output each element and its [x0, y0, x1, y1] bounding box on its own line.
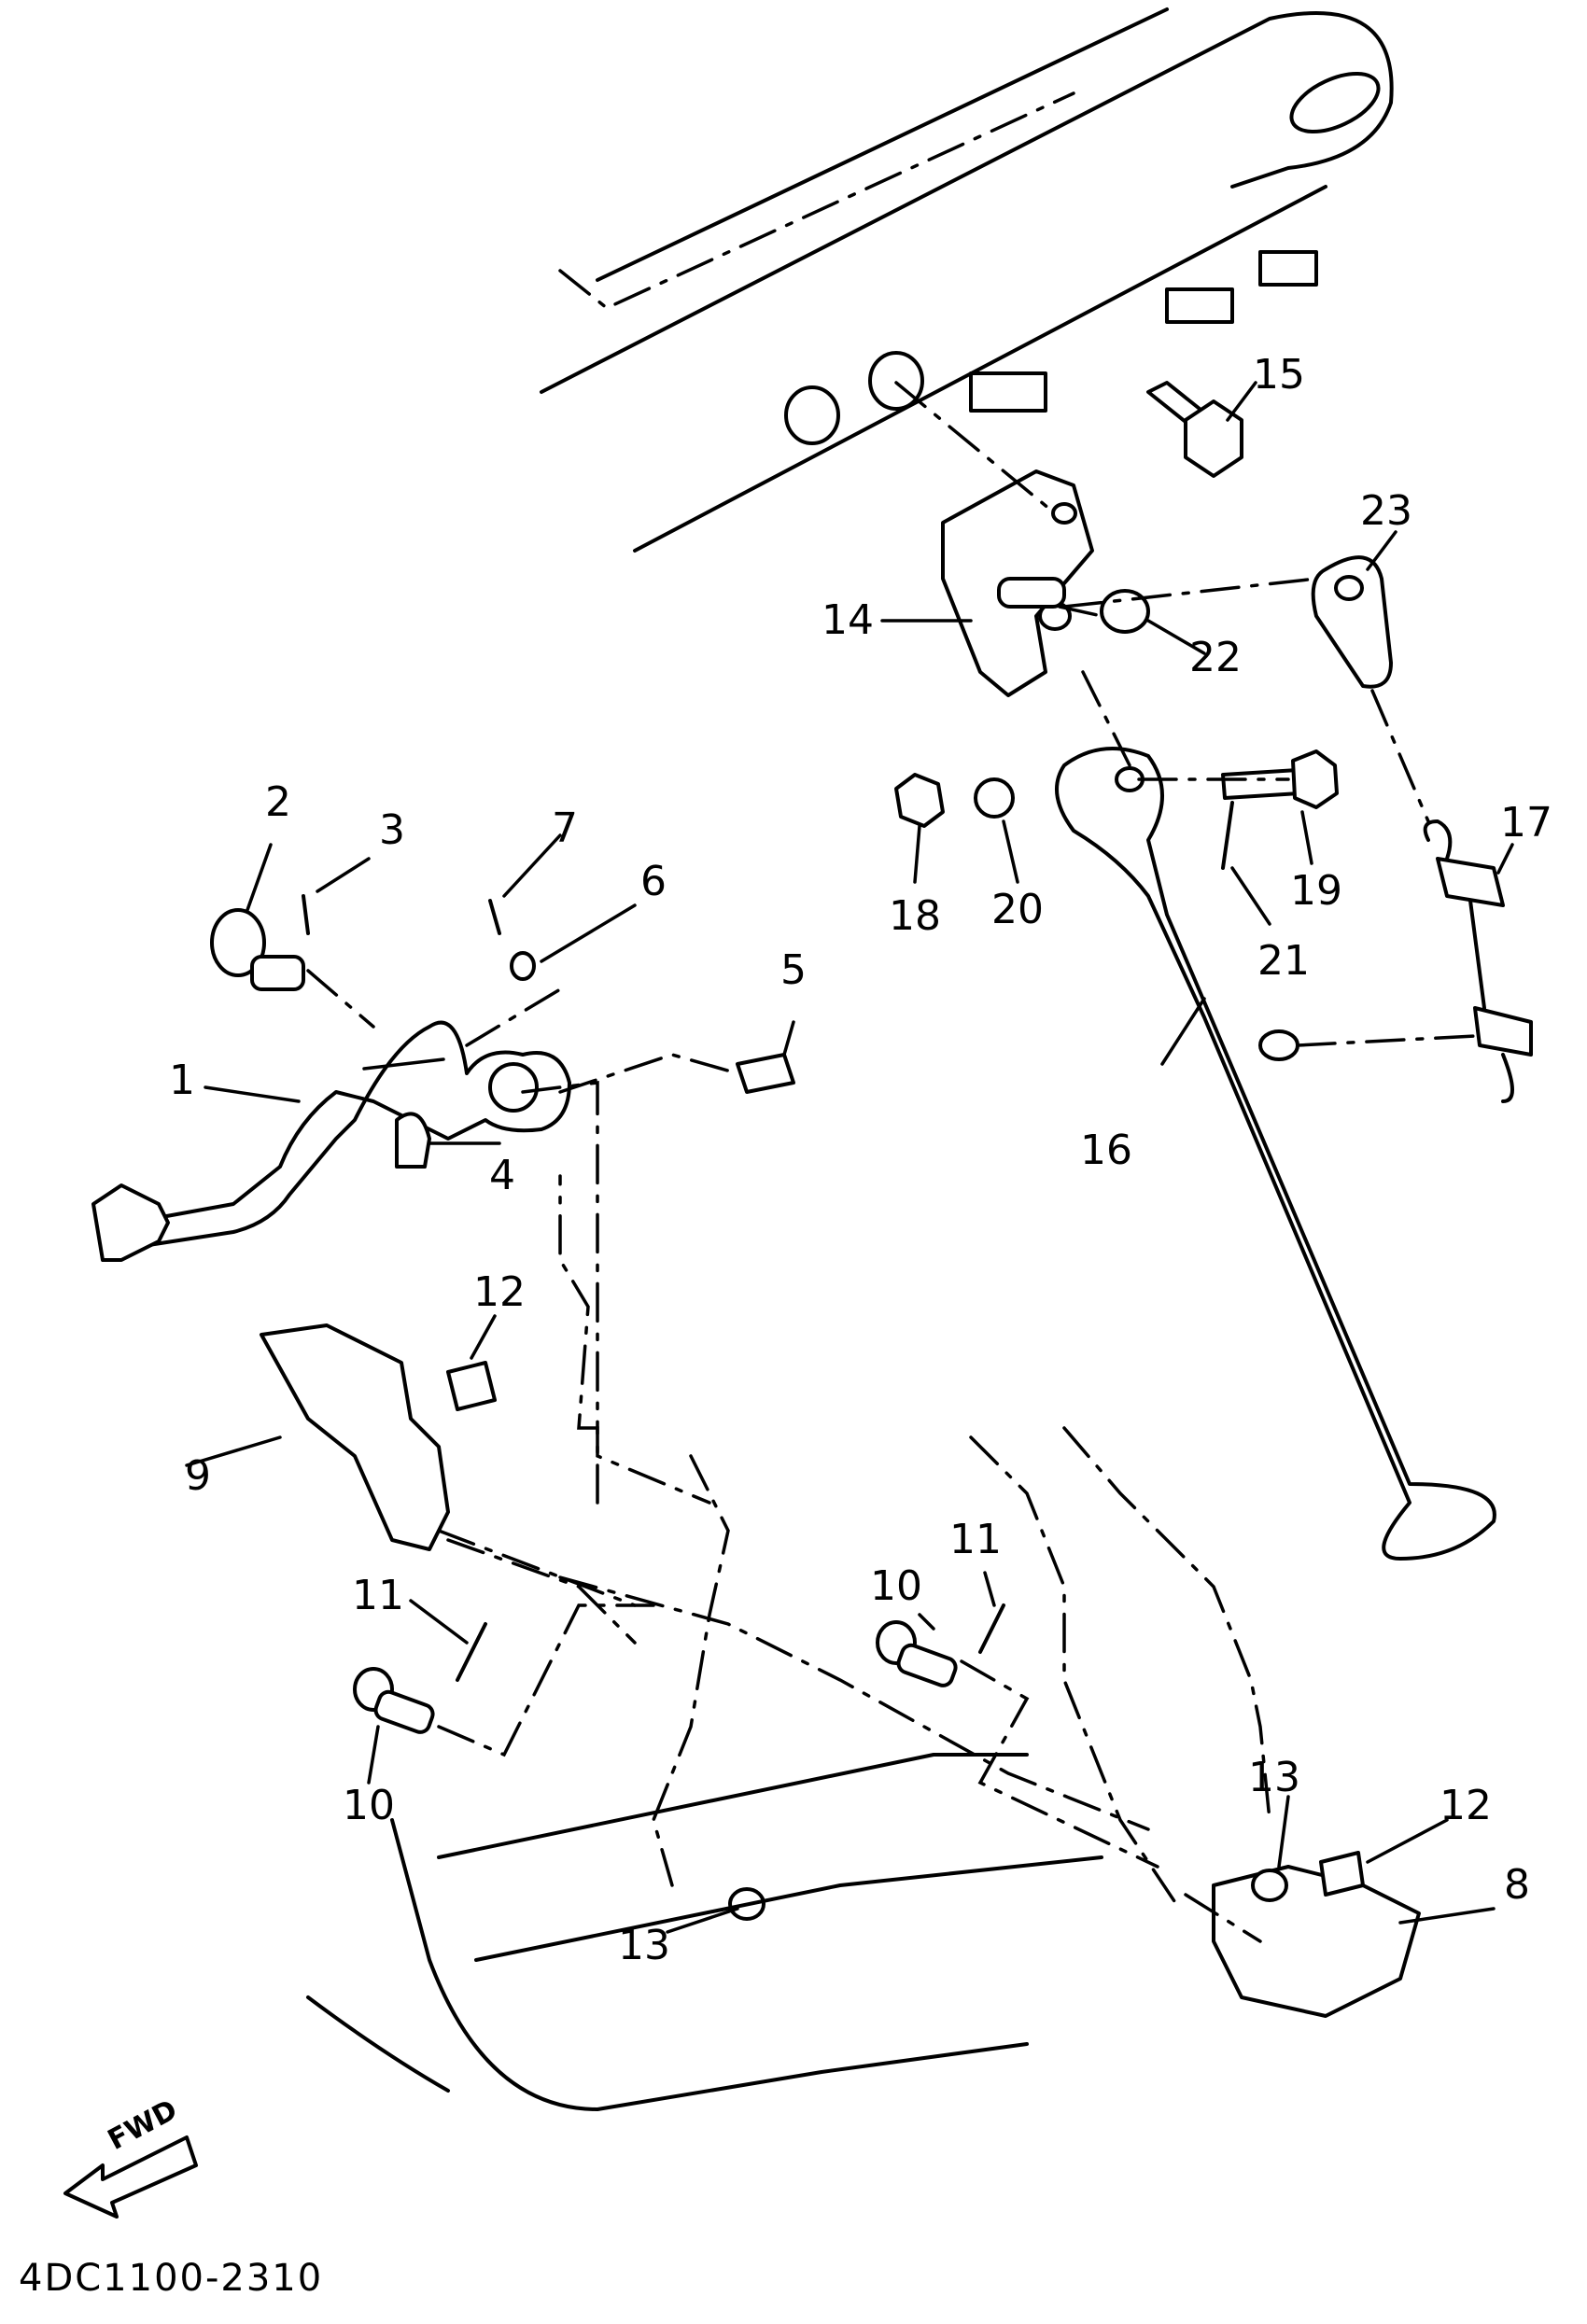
footrest-8 — [1212, 1865, 1421, 2018]
assembly-lines — [306, 381, 1477, 1943]
callout-21: 21 — [1257, 937, 1310, 985]
spring-12b — [1319, 1851, 1365, 1897]
washer-13-right — [1251, 1869, 1288, 1902]
frame-bosses — [784, 351, 924, 445]
callout-18: 18 — [889, 892, 941, 940]
callout-8: 8 — [1504, 1861, 1530, 1909]
callout-1: 1 — [169, 1057, 195, 1104]
callout-23: 23 — [1360, 487, 1412, 535]
fwd-arrow-icon — [63, 2135, 198, 2219]
diagram-code: 4DC1100-2310 — [19, 2257, 324, 2300]
callout-15: 15 — [1253, 351, 1305, 399]
callout-17: 17 — [1500, 799, 1552, 847]
pin-21 — [1221, 801, 1234, 870]
pin-5 — [736, 1053, 795, 1094]
washer-6 — [510, 951, 536, 981]
washer-20 — [974, 777, 1015, 819]
callout-16: 16 — [1080, 1127, 1132, 1174]
callout-3: 3 — [379, 806, 405, 854]
cotter-pin-11-right — [978, 1603, 1005, 1654]
sidestand-bracket-14 — [941, 469, 1094, 697]
callout-2: 2 — [265, 778, 291, 826]
spring-17 — [1423, 819, 1533, 1103]
callout-10-left: 10 — [343, 1782, 395, 1829]
swingarm — [540, 7, 1394, 553]
callout-10-right: 10 — [870, 1562, 922, 1610]
callout-12-right: 12 — [1440, 1782, 1492, 1829]
nut-18 — [894, 773, 945, 828]
sidestand-16 — [1055, 747, 1496, 1561]
callout-7: 7 — [552, 805, 578, 852]
spring-4 — [395, 1112, 431, 1169]
pin-10-left — [353, 1667, 435, 1734]
brake-pedal-1 — [91, 1020, 571, 1262]
callout-5: 5 — [780, 946, 807, 994]
cotter-pin-7 — [488, 899, 501, 935]
callout-22: 22 — [1189, 634, 1242, 681]
bolt-19 — [1221, 749, 1339, 809]
callout-12-left: 12 — [473, 1268, 526, 1316]
sidestand-pin — [1258, 1029, 1299, 1061]
callout-4: 4 — [489, 1152, 515, 1199]
callout-13-right: 13 — [1248, 1754, 1300, 1801]
footrest-9 — [260, 1323, 450, 1551]
cotter-pin-3 — [302, 894, 310, 935]
callout-leaders — [185, 381, 1514, 1934]
sidestand-bolt-15 — [1146, 381, 1243, 478]
callout-9: 9 — [185, 1452, 211, 1500]
callout-19: 19 — [1290, 867, 1342, 915]
cotter-pin-11-left — [456, 1622, 487, 1682]
pivot-shaft-2 — [210, 908, 305, 991]
callout-6: 6 — [640, 858, 667, 905]
callout-20: 20 — [991, 886, 1044, 933]
callout-11-right: 11 — [949, 1516, 1002, 1563]
callout-14: 14 — [822, 596, 874, 644]
callout-13-left: 13 — [618, 1922, 670, 1969]
plate-23 — [1311, 555, 1393, 689]
frame — [306, 1174, 1271, 2111]
callout-11-left: 11 — [352, 1572, 404, 1619]
pin-10-right — [876, 1620, 958, 1687]
spring-12a — [446, 1361, 497, 1411]
